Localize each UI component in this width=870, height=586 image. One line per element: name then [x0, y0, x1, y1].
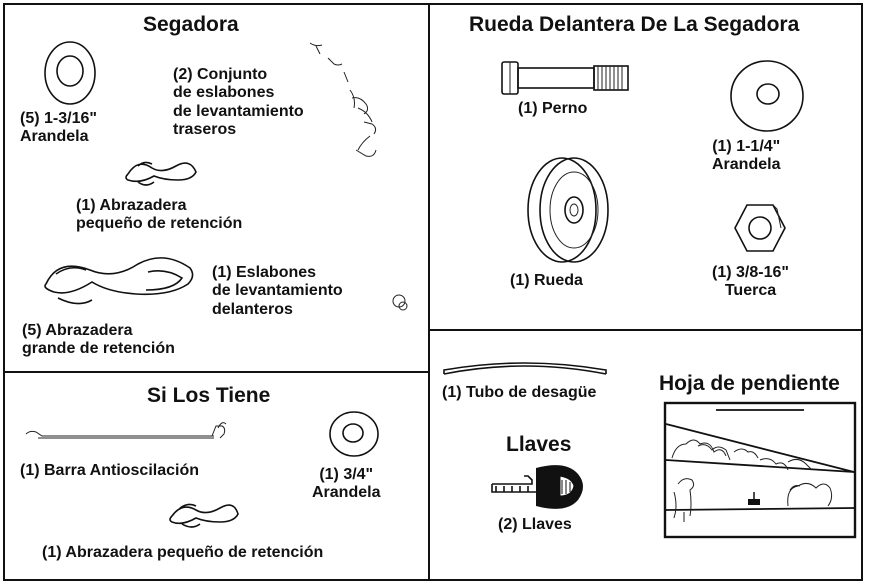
section-title-si-los-tiene: Si Los Tiene — [147, 384, 271, 407]
si-washer-label: (1) 3/4" Arandela — [312, 466, 381, 502]
wheel-icon — [527, 157, 609, 263]
keys-title: Llaves — [506, 433, 572, 456]
divider-left — [3, 371, 429, 373]
rueda-washer-label: (1) 1-1/4" Arandela — [712, 138, 781, 174]
rueda-nut-label: (1) 3/8-16" Tuerca — [712, 264, 789, 300]
bolt-icon — [501, 61, 629, 95]
clip-icon — [44, 257, 194, 305]
rueda-bolt-label: (1) Perno — [518, 100, 588, 117]
bar-icon — [25, 422, 227, 439]
slope-sheet-icon — [663, 401, 857, 539]
slope-sheet-title: Hoja de pendiente — [659, 372, 840, 395]
washer-icon — [44, 41, 96, 105]
si-bar-label: (1) Barra Antioscilación — [20, 462, 200, 479]
divider-right — [428, 329, 863, 331]
link-icon — [392, 294, 408, 311]
misc-tube-label: (1) Tubo de desagüe — [442, 384, 597, 401]
key-icon — [491, 465, 583, 509]
divider-vertical — [428, 3, 430, 581]
segadora-front-links-label: (1) Eslabones de levantamiento delantero… — [212, 264, 343, 318]
washer-icon — [329, 411, 379, 457]
tube-icon — [443, 362, 607, 375]
keys-label: (2) Llaves — [498, 516, 572, 533]
si-small-clip-label: (1) Abrazadera pequeño de retención — [42, 544, 324, 561]
segadora-washer-label: (5) 1-3/16" Arandela — [20, 110, 97, 146]
nut-icon — [734, 204, 786, 252]
segadora-small-clip-label: (1) Abrazadera pequeño de retención — [76, 197, 243, 233]
segadora-large-clip-label: (5) Abrazadera grande de retención — [22, 322, 175, 358]
section-title-segadora: Segadora — [143, 13, 239, 36]
rueda-wheel-label: (1) Rueda — [510, 272, 583, 289]
clip-icon — [125, 161, 197, 186]
clip-icon — [169, 503, 239, 528]
parts-sheet-frame — [3, 3, 863, 581]
section-title-rueda: Rueda Delantera De La Segadora — [469, 13, 800, 36]
link-icon — [309, 42, 377, 157]
washer-icon — [730, 60, 804, 132]
segadora-rear-links-label: (2) Conjunto de eslabones de levantamien… — [173, 66, 304, 139]
